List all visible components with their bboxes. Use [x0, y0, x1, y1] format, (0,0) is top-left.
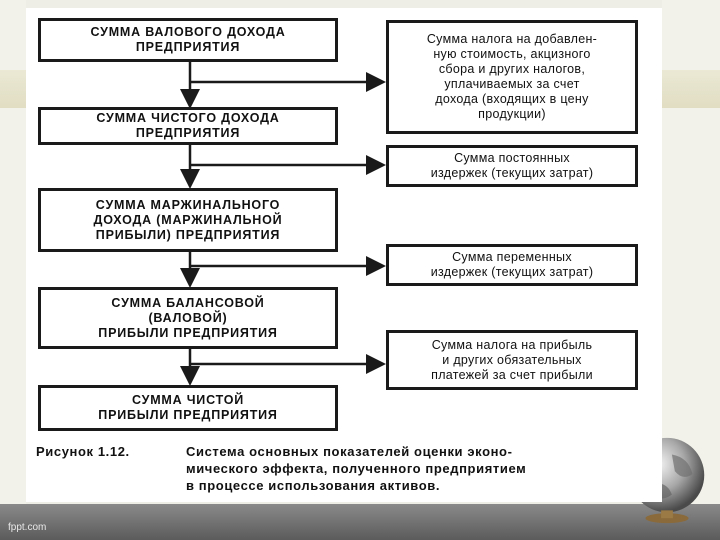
net-profit-box: СУММА ЧИСТОЙ ПРИБЫЛИ ПРЕДПРИЯТИЯ — [38, 385, 338, 431]
marginal-income-label: СУММА МАРЖИНАЛЬНОГО ДОХОДА (МАРЖИНАЛЬНОЙ… — [93, 197, 283, 242]
connectors — [180, 60, 386, 386]
net-income-label: СУММА ЧИСТОГО ДОХОДА ПРЕДПРИЯТИЯ — [96, 111, 280, 140]
fixed-costs-label: Сумма постоянных издержек (текущих затра… — [430, 151, 594, 180]
slide: СУММА ВАЛОВОГО ДОХОДА ПРЕДПРИЯТИЯ СУММА … — [26, 8, 662, 502]
marginal-income-box: СУММА МАРЖИНАЛЬНОГО ДОХОДА (МАРЖИНАЛЬНОЙ… — [38, 188, 338, 252]
figure-caption: Рисунок 1.12. Система основных показателе… — [36, 443, 656, 494]
caption-label: Рисунок 1.12. — [36, 444, 130, 459]
caption-line-1: Система основных показателей оценки экон… — [186, 444, 513, 459]
fixed-costs-box: Сумма постоянных издержек (текущих затра… — [386, 145, 638, 187]
profit-tax-box: Сумма налога на прибыль и других обязате… — [386, 330, 638, 390]
vat-excise-box: Сумма налога на добавлен- ную стоимость,… — [386, 20, 638, 134]
balance-profit-box: СУММА БАЛАНСОВОЙ (ВАЛОВОЙ) ПРИБЫЛИ ПРЕДП… — [38, 287, 338, 349]
footer-bar: fppt.com — [0, 504, 720, 540]
net-income-box: СУММА ЧИСТОГО ДОХОДА ПРЕДПРИЯТИЯ — [38, 107, 338, 145]
watermark: fppt.com — [8, 522, 47, 533]
balance-profit-label: СУММА БАЛАНСОВОЙ (ВАЛОВОЙ) ПРИБЫЛИ ПРЕДП… — [98, 295, 278, 340]
vat-excise-label: Сумма налога на добавлен- ную стоимость,… — [426, 32, 598, 121]
gross-income-label: СУММА ВАЛОВОГО ДОХОДА ПРЕДПРИЯТИЯ — [90, 25, 286, 54]
profit-tax-label: Сумма налога на прибыль и других обязате… — [431, 337, 593, 382]
variable-costs-box: Сумма переменных издержек (текущих затра… — [386, 244, 638, 286]
variable-costs-label: Сумма переменных издержек (текущих затра… — [430, 250, 594, 279]
net-profit-label: СУММА ЧИСТОЙ ПРИБЫЛИ ПРЕДПРИЯТИЯ — [98, 393, 278, 422]
gross-income-box: СУММА ВАЛОВОГО ДОХОДА ПРЕДПРИЯТИЯ — [38, 18, 338, 62]
caption-line-3: в процессе использования активов. — [186, 478, 441, 493]
caption-line-2: мического эффекта, полученного предприят… — [186, 461, 527, 476]
